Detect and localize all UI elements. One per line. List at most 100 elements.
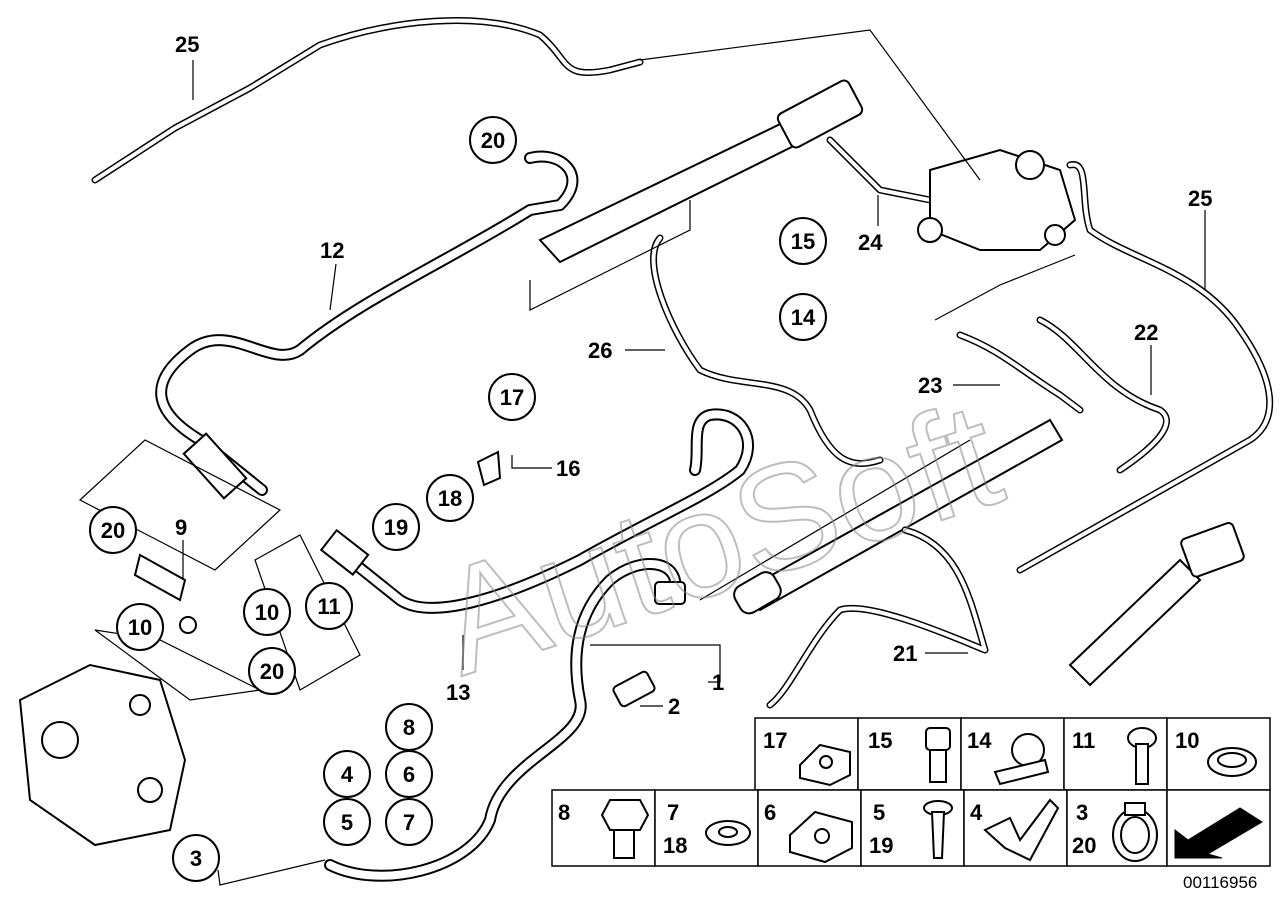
socket-screw-icon (925, 727, 951, 783)
circled-callout-5: 5 (323, 798, 371, 846)
legend-label-4: 4 (970, 800, 983, 825)
callout-24: 24 (858, 230, 883, 255)
legend-label-18: 18 (663, 833, 687, 858)
svg-text:6: 6 (403, 762, 415, 787)
circled-callout-19: 19 (372, 503, 420, 551)
svg-text:11: 11 (317, 594, 340, 619)
callout-23: 23 (918, 373, 942, 398)
circled-callout-20-left: 20 (89, 506, 137, 554)
circled-callout-15: 15 (779, 217, 827, 265)
callout-12: 12 (320, 238, 344, 263)
callout-25-top: 25 (175, 32, 199, 57)
svg-text:8: 8 (403, 715, 415, 740)
legend-label-3: 3 (1076, 800, 1088, 825)
svg-text:20: 20 (260, 659, 284, 684)
frame-11 (254, 534, 361, 691)
callout-16: 16 (556, 456, 580, 481)
callout-13: 13 (446, 680, 470, 705)
legend-label-5: 5 (873, 800, 885, 825)
rail-bottom (733, 418, 1064, 615)
pipe-22-23 (956, 316, 1170, 474)
pipe-21 (766, 526, 989, 709)
return-line-25-right (1016, 161, 1274, 574)
svg-text:17: 17 (500, 385, 524, 410)
svg-text:3: 3 (190, 846, 202, 871)
return-line-25-top (91, 17, 644, 184)
callout-26: 26 (588, 338, 612, 363)
injector (1068, 522, 1245, 687)
arrow-icon (1174, 807, 1263, 859)
circled-callouts: 20 15 14 17 18 19 20 10 10 11 20 8 4 6 5… (89, 116, 827, 882)
double-clip-icon (789, 810, 853, 864)
svg-text:20: 20 (101, 518, 125, 543)
legend-table-top: 17 15 14 11 10 (754, 717, 1271, 791)
high-pressure-pump-right (917, 148, 1077, 251)
washer-icon (705, 820, 751, 846)
callout-22: 22 (1134, 320, 1158, 345)
callout-9: 9 (175, 515, 187, 540)
callout-1: 1 (712, 670, 724, 695)
callout-21: 21 (893, 641, 917, 666)
high-pressure-pump-left (18, 663, 187, 847)
leader-lines (182, 29, 1206, 886)
svg-text:10: 10 (128, 615, 152, 640)
circled-callout-18: 18 (426, 474, 474, 522)
legend-label-7: 7 (667, 800, 679, 825)
bolt-icon (1127, 727, 1157, 785)
callout-2: 2 (668, 694, 680, 719)
rail-top (538, 79, 864, 264)
svg-text:7: 7 (403, 810, 415, 835)
svg-text:15: 15 (791, 229, 815, 254)
svg-text:19: 19 (384, 515, 408, 540)
holder-icon (983, 798, 1060, 862)
torx-screw-icon (923, 800, 953, 859)
sensor-9 (133, 553, 197, 634)
circled-callout-14: 14 (779, 293, 827, 341)
circled-callout-7: 7 (385, 798, 433, 846)
circled-callout-3: 3 (172, 834, 220, 882)
frame-rail-b (699, 439, 971, 601)
callout-25-right: 25 (1188, 186, 1212, 211)
hose-clamp-icon (1112, 802, 1158, 862)
circled-callout-20-top: 20 (469, 116, 517, 164)
legend-label-10: 10 (1175, 728, 1199, 753)
legend-label-8: 8 (558, 800, 570, 825)
clip-icon (799, 743, 851, 787)
seal-ring-icon (1207, 747, 1257, 777)
svg-text:4: 4 (341, 762, 354, 787)
circled-callout-10-left: 10 (116, 603, 164, 651)
diagram-code: 00116956 (1183, 873, 1257, 892)
svg-text:5: 5 (341, 810, 353, 835)
circled-callout-4: 4 (323, 750, 371, 798)
pipe-24 (826, 136, 934, 204)
bracket-clamp-icon (993, 733, 1050, 786)
circled-callout-17: 17 (488, 373, 536, 421)
sensor-2 (612, 670, 656, 708)
plain-callouts: 25 12 24 25 22 26 23 16 9 13 1 2 21 (175, 32, 1212, 719)
legend-label-11: 11 (1072, 728, 1095, 753)
legend-label-15: 15 (868, 728, 892, 753)
circled-callout-6: 6 (385, 750, 433, 798)
circled-callout-10-mid: 10 (243, 588, 291, 636)
legend-label-20: 20 (1072, 833, 1096, 858)
hose-13 (319, 408, 755, 614)
pipe-26 (650, 234, 884, 467)
legend-label-17: 17 (763, 728, 787, 753)
svg-text:18: 18 (438, 486, 462, 511)
legend-table-bottom: 8 7 18 6 5 19 4 3 20 (551, 789, 1271, 867)
circled-callout-8: 8 (385, 703, 433, 751)
legend-label-6: 6 (764, 800, 776, 825)
frame-9 (78, 439, 282, 571)
svg-text:20: 20 (481, 128, 505, 153)
legend-label-14: 14 (967, 728, 992, 753)
legend-label-19: 19 (869, 833, 893, 858)
circled-callout-11: 11 (305, 582, 353, 630)
feed-line-1 (324, 558, 686, 882)
hex-bolt-icon (600, 799, 650, 859)
frame-rail (529, 200, 691, 311)
svg-text:10: 10 (255, 600, 279, 625)
svg-text:14: 14 (791, 305, 816, 330)
circled-callout-20-bottom: 20 (248, 647, 296, 695)
frame-22 (934, 254, 1076, 321)
